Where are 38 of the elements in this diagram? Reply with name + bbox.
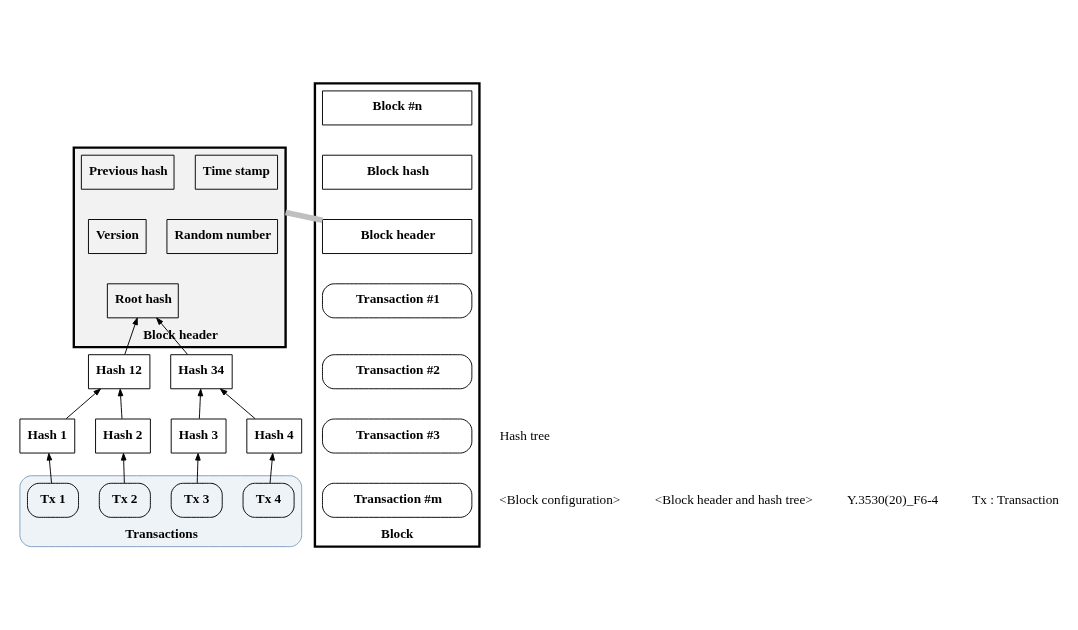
node-box: Time stamp — [194, 154, 279, 190]
node-box: Tx 2 — [98, 482, 151, 518]
node-box: Tx 1 — [27, 482, 79, 518]
arrow — [197, 388, 204, 420]
node-box: Tx 3 — [170, 482, 223, 518]
connector — [285, 209, 324, 224]
node-box: Root hash — [106, 283, 179, 319]
node-box: Hash 12 — [88, 354, 151, 390]
arrow — [269, 453, 275, 484]
label: Y.3530(20)_F6-4 — [847, 491, 939, 507]
label: <Block header and hash tree> — [654, 491, 813, 507]
node-box: Hash 4 — [246, 418, 303, 454]
arrow — [156, 317, 189, 355]
node-box: Transaction #m — [322, 482, 473, 518]
arrow — [120, 453, 127, 484]
node-box: Previous hash — [80, 154, 175, 190]
node-box: Transaction #1 — [322, 283, 473, 319]
node-box: Hash 2 — [95, 418, 151, 454]
node-box: Hash 34 — [170, 354, 233, 390]
arrow — [124, 317, 138, 355]
node-box: Transaction #2 — [322, 354, 473, 390]
arrow — [117, 388, 124, 420]
label: <Block configuration> — [499, 491, 621, 507]
node-box: Block header — [322, 219, 473, 254]
label: Hash tree — [499, 427, 550, 443]
node-box: Version — [88, 219, 147, 254]
arrow — [65, 388, 101, 420]
node-box: Transaction #3 — [322, 418, 473, 454]
node-box: Tx 4 — [242, 482, 295, 518]
arrow — [195, 453, 201, 484]
node-box: Block #n — [322, 90, 473, 126]
node-box: Random number — [166, 219, 279, 254]
label: Tx : Transaction — [972, 491, 1059, 507]
node-box: Hash 3 — [170, 418, 227, 454]
arrow — [219, 388, 256, 420]
arrow — [46, 453, 53, 484]
node-box: Hash 1 — [19, 418, 76, 454]
node-box: Block hash — [322, 154, 473, 190]
